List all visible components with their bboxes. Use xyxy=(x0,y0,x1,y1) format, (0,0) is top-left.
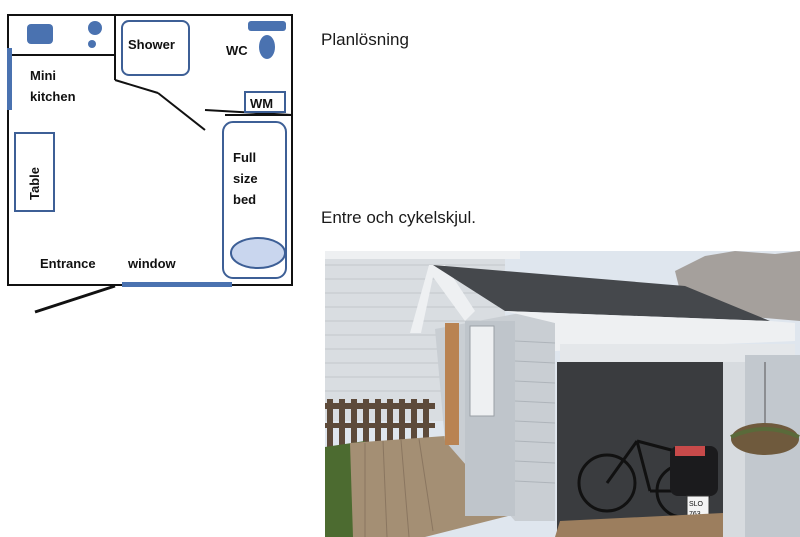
carport-roof xyxy=(505,311,795,351)
floorplan-caption: Planlösning xyxy=(321,30,409,49)
cabin-photo: SLO 763 xyxy=(325,251,800,537)
main-roof xyxy=(433,265,770,321)
carport-deck xyxy=(555,513,723,537)
window-bar xyxy=(122,282,232,287)
bed-outline xyxy=(222,121,287,279)
mini-kitchen-label-1: Mini xyxy=(30,68,56,83)
gable-trim xyxy=(410,265,475,333)
wc-sink xyxy=(248,21,286,31)
motorbike xyxy=(670,446,718,496)
entrance-door xyxy=(34,284,116,314)
shower-enclosure xyxy=(121,20,190,76)
wooden-fence xyxy=(325,399,435,447)
floor-plan: Shower WC WM Mini kitchen Table Full siz… xyxy=(7,14,293,314)
license-plate-text-1: SLO xyxy=(689,501,704,508)
carport-post xyxy=(723,362,745,537)
wc-toilet xyxy=(259,35,275,59)
bath-diagonal-wall xyxy=(114,79,159,94)
photo-caption: Entre och cykelskjul. xyxy=(321,208,476,227)
kitchen-counter-bar xyxy=(7,48,12,110)
cabin-log-lines xyxy=(514,340,556,484)
bed-pillow xyxy=(230,237,286,269)
bed-label-1: Full xyxy=(233,150,256,165)
wm-label: WM xyxy=(250,96,273,111)
washing-machine xyxy=(244,91,286,113)
basket-plants xyxy=(730,427,800,439)
bed-label-2: size xyxy=(233,171,258,186)
mini-kitchen-label-2: kitchen xyxy=(30,89,76,104)
table-label: Table xyxy=(27,167,42,200)
table-outline xyxy=(14,132,55,212)
window-label: window xyxy=(127,256,177,271)
entrance-label: Entrance xyxy=(40,256,96,271)
cabin-door xyxy=(445,323,459,445)
tap-fixture xyxy=(88,21,102,35)
wc-label: WC xyxy=(226,43,248,58)
motorbike-taillight xyxy=(675,446,705,456)
carport-beam xyxy=(560,344,795,362)
bath-door xyxy=(157,92,206,131)
drain-fixture xyxy=(88,40,96,48)
deck-boards xyxy=(364,438,434,537)
shower-label: Shower xyxy=(128,37,175,52)
sink-fixture xyxy=(27,24,53,44)
cabin-window xyxy=(469,325,495,417)
bed-label-3: bed xyxy=(233,192,256,207)
neighbor-roof-edge xyxy=(325,251,520,259)
